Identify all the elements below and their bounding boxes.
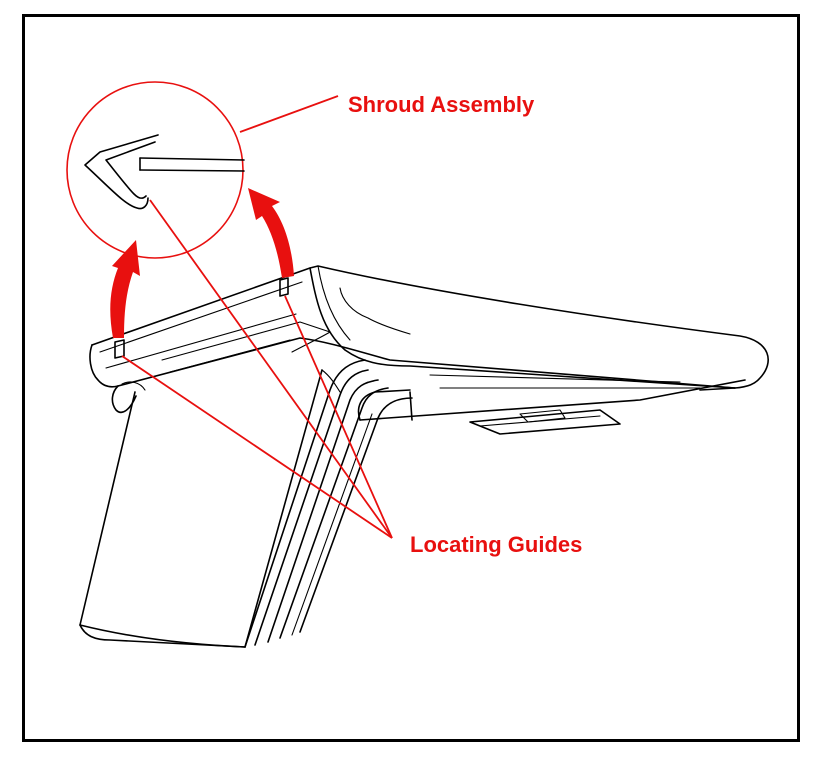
shroud-assembly-label: Shroud Assembly [348, 92, 535, 117]
lift-arrow-left [110, 240, 140, 338]
locating-guide-right [279, 277, 289, 297]
lift-arrow-right [248, 188, 294, 278]
locating-guide-left [114, 339, 125, 359]
diagram-frame [22, 14, 800, 742]
locating-guides-label: Locating Guides [410, 532, 582, 557]
detail-magnifier [66, 81, 245, 259]
monitor-housing [79, 265, 769, 648]
callout-leaders [121, 95, 393, 539]
